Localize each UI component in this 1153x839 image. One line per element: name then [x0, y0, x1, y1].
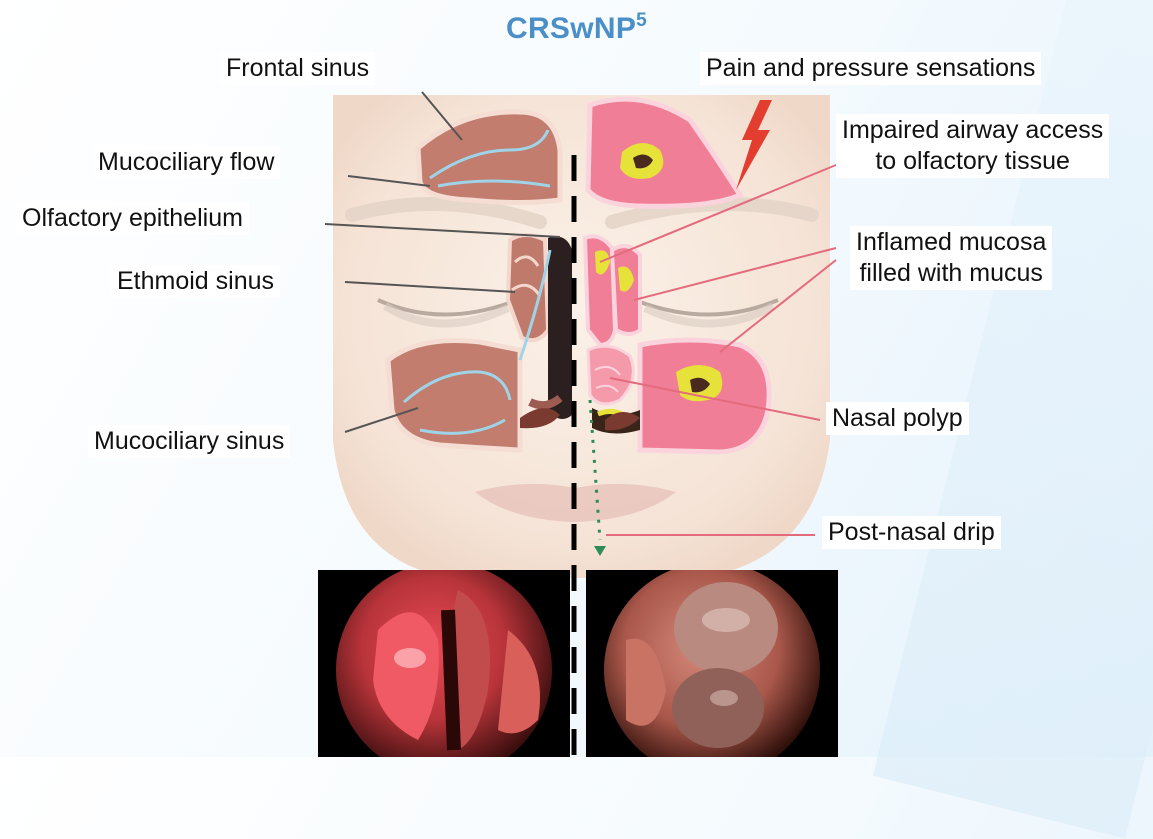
- label-pain-pressure: Pain and pressure sensations: [700, 52, 1041, 85]
- label-nasal-polyp: Nasal polyp: [826, 402, 969, 435]
- label-mucociliary-flow: Mucociliary flow: [92, 146, 280, 179]
- label-ethmoid-sinus: Ethmoid sinus: [111, 265, 280, 298]
- label-impaired-airway-line1: Impaired airway access: [842, 115, 1103, 146]
- label-inflamed-mucosa-line1: Inflamed mucosa: [856, 227, 1046, 258]
- endoscopy-healthy-photo: [318, 570, 570, 757]
- label-impaired-airway-line2: to olfactory tissue: [842, 146, 1103, 177]
- label-olfactory-epithelium: Olfactory epithelium: [16, 202, 249, 235]
- label-inflamed-mucosa: Inflamed mucosa filled with mucus: [850, 226, 1052, 290]
- polyp-lower: [672, 668, 764, 748]
- endoscopy-polyp-photo: [586, 570, 838, 757]
- label-impaired-airway: Impaired airway access to olfactory tiss…: [836, 114, 1109, 178]
- label-post-nasal-drip: Post-nasal drip: [822, 516, 1001, 549]
- label-frontal-sinus: Frontal sinus: [220, 52, 375, 85]
- label-mucociliary-sinus: Mucociliary sinus: [88, 425, 290, 458]
- label-inflamed-mucosa-line2: filled with mucus: [856, 258, 1046, 289]
- page-title: CRSwNP5: [0, 10, 1153, 46]
- left-nasal-cavity: [548, 237, 572, 420]
